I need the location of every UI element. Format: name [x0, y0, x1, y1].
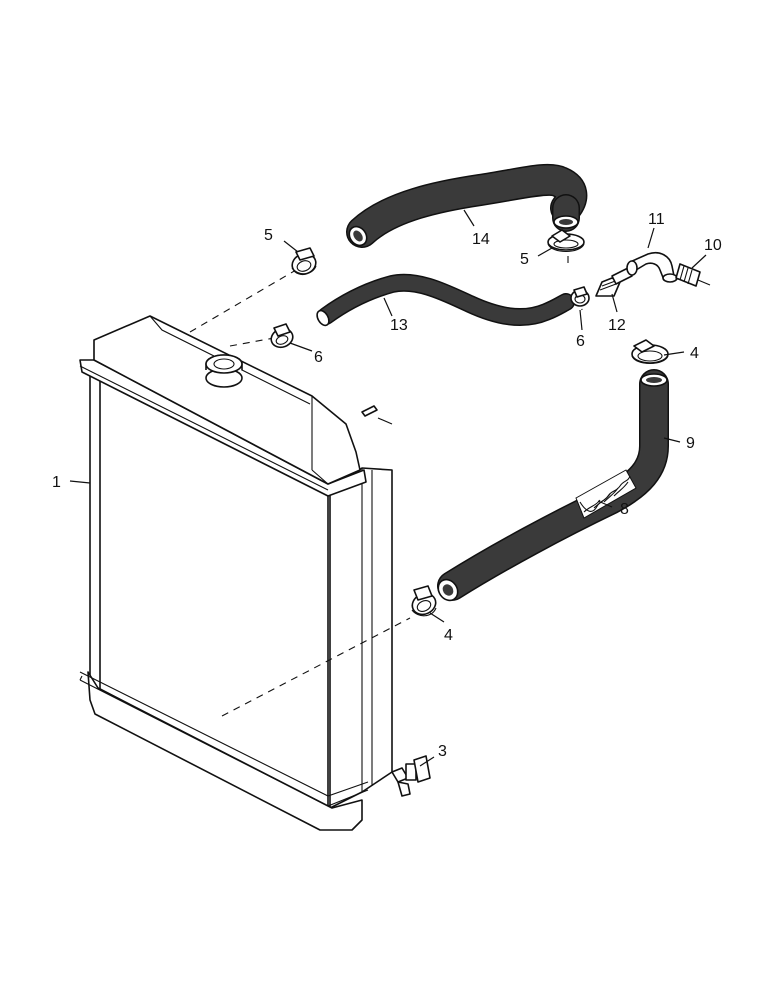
overflow-pipe — [361, 405, 393, 425]
callout-4-lower: 4 — [444, 627, 453, 644]
callout-5-left: 5 — [264, 227, 273, 244]
callout-13: 13 — [390, 317, 408, 334]
clamp-4-lower — [411, 585, 437, 617]
filler-cap — [205, 354, 243, 388]
callout-1: 1 — [52, 474, 61, 491]
connector-fitting — [675, 263, 711, 287]
drain-cock — [391, 755, 431, 797]
callout-10: 10 — [704, 237, 722, 254]
bypass-hose — [316, 273, 575, 327]
leader-lines — [69, 209, 707, 767]
clamp-6-right — [570, 286, 590, 307]
callout-11: 11 — [648, 211, 665, 228]
radiator-top-tank — [93, 315, 361, 485]
upper-hose — [346, 163, 588, 248]
callout-12: 12 — [608, 317, 626, 334]
clamp-4-upper — [631, 339, 669, 365]
clamp-6-left — [270, 323, 294, 349]
callouts: 1 3 4 4 5 5 6 6 8 9 10 11 12 13 14 — [52, 211, 722, 760]
callout-3: 3 — [438, 743, 447, 760]
radiator-side-tank — [329, 467, 393, 809]
hose-nipple — [595, 267, 633, 297]
callout-5-right: 5 — [520, 251, 529, 268]
elbow-fitting — [626, 251, 678, 283]
hose-spring — [575, 469, 637, 519]
callout-6-right: 6 — [576, 333, 585, 350]
radiator — [79, 315, 393, 831]
clamp-5-right — [547, 229, 585, 253]
callout-8: 8 — [620, 501, 629, 518]
callout-9: 9 — [686, 435, 695, 452]
callout-6-left: 6 — [314, 349, 323, 366]
clamp-5-left — [291, 247, 317, 276]
callout-14: 14 — [472, 231, 490, 248]
callout-4-upper: 4 — [690, 345, 699, 362]
